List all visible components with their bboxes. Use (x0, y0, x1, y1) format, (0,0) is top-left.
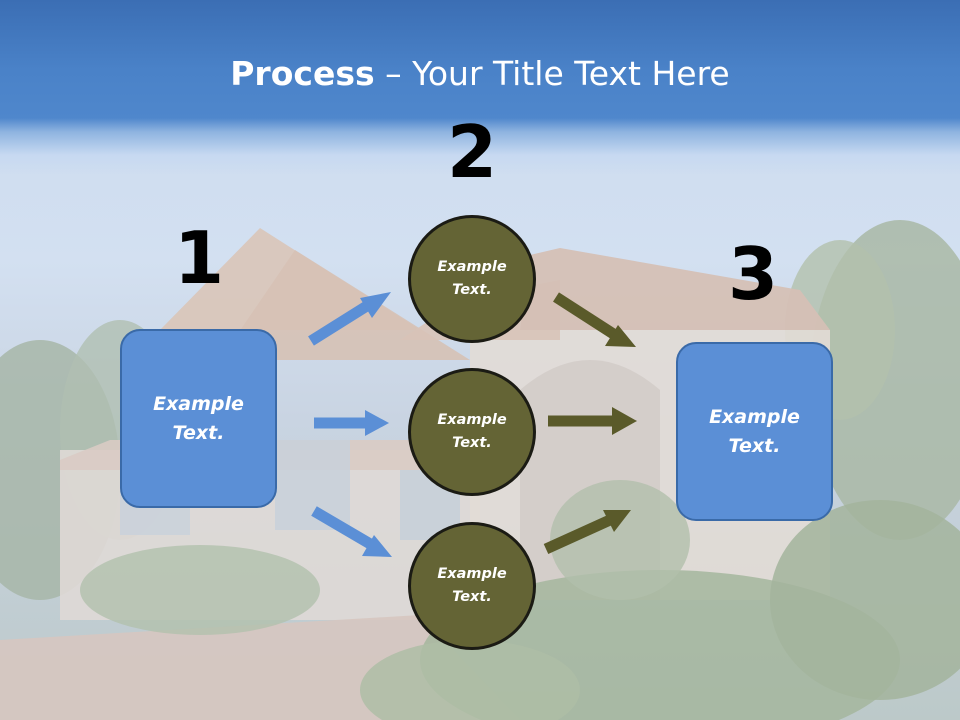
step-number-2: 2 (446, 110, 498, 194)
process-box-left-text: Example Text. (153, 392, 244, 444)
title-bold-text: Process (230, 54, 375, 93)
process-circle-bottom[interactable]: Example Text. (408, 522, 536, 650)
process-box-left[interactable]: Example Text. (120, 329, 277, 508)
arrow-left-to-bottom (311, 506, 392, 557)
title-rest-text: – Your Title Text Here (374, 54, 730, 93)
arrow-bottom-to-right (543, 510, 631, 555)
process-box-right[interactable]: Example Text. (676, 342, 833, 521)
process-circle-top-text: Example Text. (437, 259, 507, 298)
process-circle-middle-text: Example Text. (437, 412, 507, 451)
step-number-1: 1 (173, 216, 225, 300)
arrow-middle-to-right (548, 407, 637, 435)
arrow-top-to-right (553, 292, 636, 347)
process-circle-top[interactable]: Example Text. (408, 215, 536, 343)
process-box-right-text: Example Text. (709, 405, 800, 457)
slide-title: Process – Your Title Text Here (0, 52, 960, 96)
process-circle-middle[interactable]: Example Text. (408, 368, 536, 496)
process-circle-bottom-text: Example Text. (437, 566, 507, 605)
arrow-left-to-middle (314, 410, 389, 436)
arrow-left-to-top (308, 292, 391, 346)
header-band (0, 0, 960, 175)
step-number-3: 3 (727, 232, 779, 316)
